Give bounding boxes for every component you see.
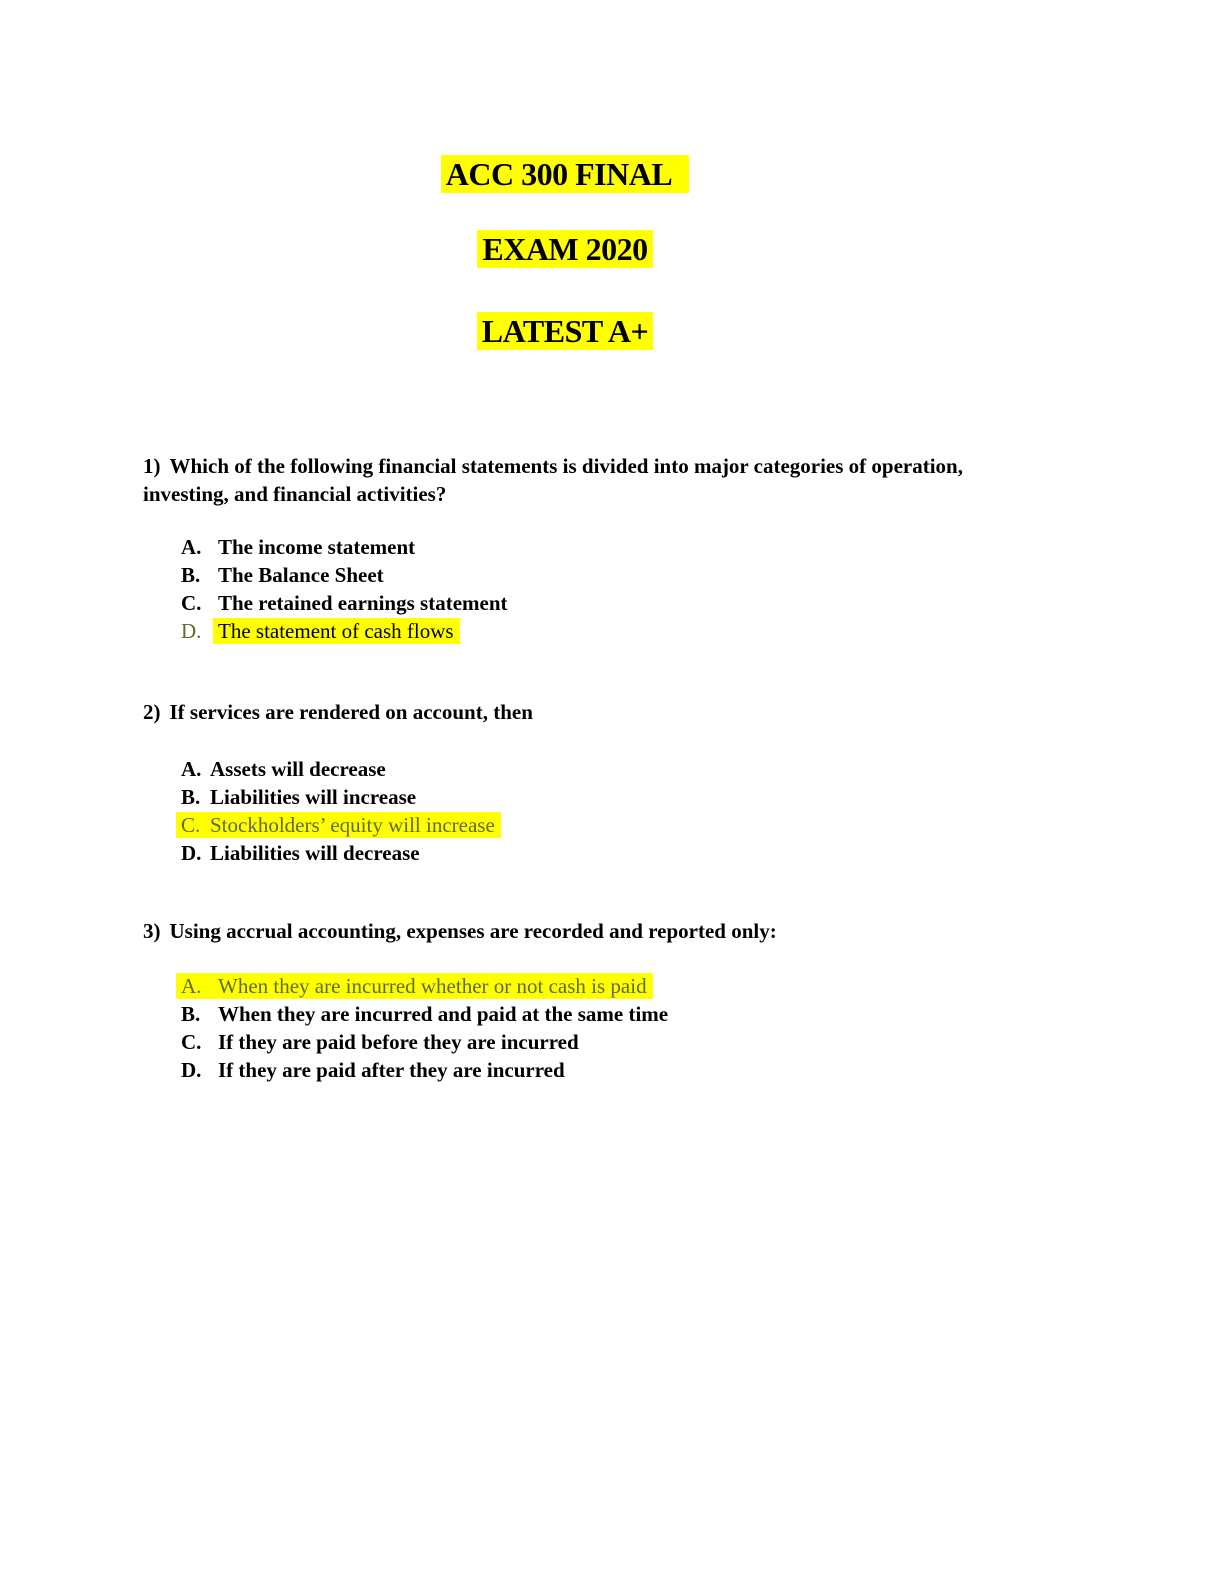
option-letter: D.	[181, 841, 202, 865]
option-d: D. If they are paid after they are incurr…	[181, 1056, 1183, 1084]
option-letter: C.	[181, 1030, 202, 1054]
question-3-options: A. When they are incurred whether or not …	[176, 972, 1183, 1084]
option-c-answer: C. Stockholders’ equity will increase	[176, 811, 1183, 839]
question-2-options: A. Assets will decrease B. Liabilities wil…	[176, 755, 1183, 867]
question-text: Using accrual accounting, expenses are r…	[169, 919, 777, 943]
question-number: 2)	[143, 700, 161, 724]
option-b: B. Liabilities will increase	[181, 783, 1183, 811]
question-3: 3) Using accrual accounting, expenses are…	[143, 917, 1183, 1084]
option-text: If they are paid before they are incurre…	[218, 1030, 579, 1054]
doc-title-line-3: LATEST A+	[0, 312, 1130, 350]
option-c: C. If they are paid before they are incur…	[181, 1028, 1183, 1056]
question-number: 3)	[143, 919, 161, 943]
highlighted-answer: A. When they are incurred whether or not …	[176, 973, 653, 999]
option-text: The income statement	[218, 535, 416, 559]
question-1-options: A. The income statement B. The Balance She…	[181, 533, 1183, 645]
doc-title-line-2: EXAM 2020	[0, 230, 1130, 268]
option-letter: D.	[181, 619, 202, 643]
option-text: When they are incurred whether or not ca…	[218, 974, 647, 998]
highlighted-title: LATEST A+	[476, 312, 654, 350]
question-text: If services are rendered on account, the…	[169, 700, 533, 724]
option-text: Liabilities will decrease	[210, 841, 420, 865]
highlighted-title: EXAM 2020	[477, 230, 653, 268]
question-number: 1)	[143, 454, 161, 478]
question-3-heading: 3) Using accrual accounting, expenses are…	[143, 917, 1183, 945]
option-letter: B.	[181, 563, 201, 587]
option-b: B. The Balance Sheet	[181, 561, 1183, 589]
question-2-heading: 2) If services are rendered on account, t…	[143, 698, 1183, 726]
option-text: Assets will decrease	[210, 757, 386, 781]
option-text: Liabilities will increase	[210, 785, 417, 809]
option-d: D. Liabilities will decrease	[181, 839, 1183, 867]
option-b: B. When they are incurred and paid at the…	[181, 1000, 1183, 1028]
option-letter: B.	[181, 1002, 201, 1026]
option-text: Stockholders’ equity will increase	[210, 813, 495, 837]
option-d-answer: D. The statement of cash flows	[181, 617, 1183, 645]
option-a-answer: A. When they are incurred whether or not …	[176, 972, 1183, 1000]
option-text: The retained earnings statement	[218, 591, 508, 615]
question-1-heading: 1)Which of the following financial state…	[143, 452, 1183, 508]
question-text: Which of the following financial stateme…	[143, 454, 963, 506]
question-1: 1)Which of the following financial state…	[143, 452, 1183, 645]
doc-title-line-1: ACC 300 FINAL	[0, 155, 1130, 193]
option-text: When they are incurred and paid at the s…	[218, 1002, 669, 1026]
option-letter: B.	[181, 785, 201, 809]
option-letter: A.	[181, 757, 202, 781]
option-a: A. Assets will decrease	[181, 755, 1183, 783]
option-letter: C.	[181, 591, 202, 615]
option-letter: A.	[181, 535, 202, 559]
option-a: A. The income statement	[181, 533, 1183, 561]
option-letter: A.	[181, 974, 202, 998]
question-2: 2) If services are rendered on account, t…	[143, 698, 1183, 867]
option-letter: D.	[181, 1058, 202, 1082]
title-block: ACC 300 FINAL EXAM 2020 LATEST A+	[0, 0, 1130, 350]
option-c: C. The retained earnings statement	[181, 589, 1183, 617]
highlighted-answer: The statement of cash flows	[213, 618, 460, 644]
option-text: The Balance Sheet	[218, 563, 384, 587]
option-text: If they are paid after they are incurred	[218, 1058, 565, 1082]
highlighted-answer: C. Stockholders’ equity will increase	[176, 812, 501, 838]
highlighted-title: ACC 300 FINAL	[440, 155, 690, 193]
option-letter: C.	[181, 813, 201, 837]
